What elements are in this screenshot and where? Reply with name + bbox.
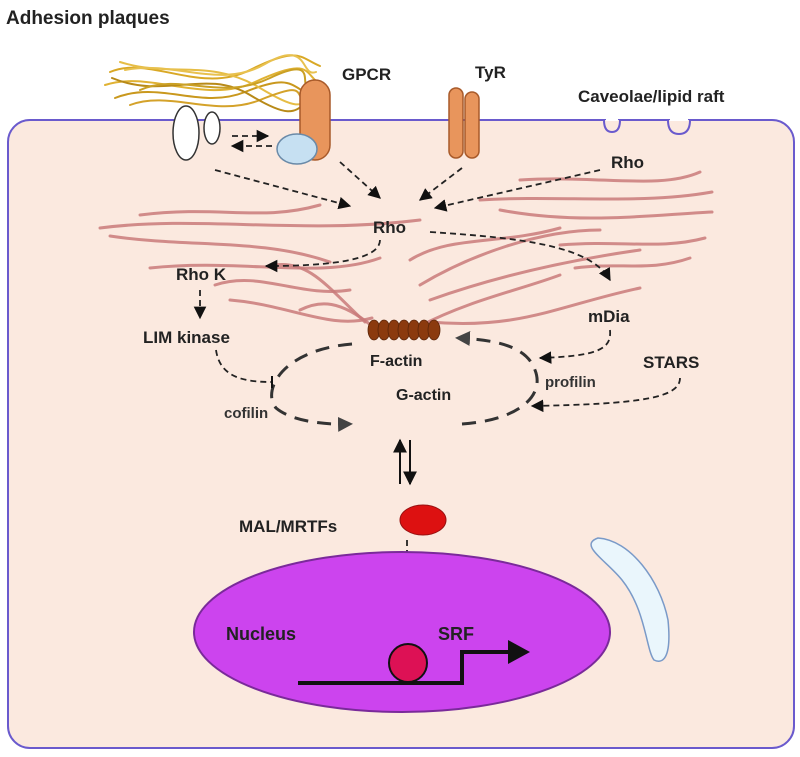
arrow-mdia-to-profilin (538, 329, 611, 364)
label-cofilin: cofilin (224, 405, 268, 422)
arrow-tyr-to-rho (418, 167, 463, 201)
label-lim-kinase: LIM kinase (143, 328, 230, 347)
label-mdia: mDia (588, 307, 630, 326)
actin-cycle-left (270, 342, 353, 432)
arrow-rho-to-mdia (429, 231, 611, 282)
promoter-arrowhead (508, 640, 530, 664)
tyrosine-kinase-receptor (448, 87, 480, 159)
arrow-gpcr-to-rho (339, 161, 381, 199)
nucleus (193, 551, 611, 713)
label-f-actin: F-actin (370, 353, 422, 370)
actin-cycle-right (455, 331, 539, 426)
label-tyr: TyR (475, 63, 506, 82)
arrow-rho-right-to-rho (433, 169, 601, 212)
inhibit-limk-to-cofilin (215, 349, 274, 389)
label-rho-external: Rho (611, 153, 644, 172)
actin-stress-fibers (98, 170, 714, 328)
label-stars: STARS (643, 353, 699, 372)
label-srf: SRF (438, 624, 474, 644)
label-nucleus: Nucleus (226, 624, 296, 644)
collagen-fibers (104, 54, 321, 113)
arrow-stars-to-cycle (530, 377, 681, 413)
arrow-rho-to-rhok (264, 239, 381, 273)
label-mal-mrtfs: MAL/MRTFs (239, 517, 337, 536)
f-actin-filament (367, 319, 441, 341)
gpcr-receptor (276, 79, 331, 165)
mal-mrtf-complex (398, 492, 447, 536)
caveolae-pits (603, 117, 691, 136)
label-rho-kinase: Rho K (176, 265, 227, 284)
label-g-actin: G-actin (396, 387, 451, 404)
label-caveolae: Caveolae/lipid raft (578, 87, 725, 106)
srf-factor (388, 643, 428, 683)
vesicle-organelle (590, 537, 670, 662)
label-gpcr: GPCR (342, 65, 391, 84)
label-rho-central: Rho (373, 218, 406, 237)
label-profilin: profilin (545, 374, 596, 391)
dna-strand-promoter (298, 650, 512, 685)
cell-body (7, 119, 795, 749)
label-adhesion-plaques: Adhesion plaques (6, 8, 170, 29)
integrin-receptor (172, 105, 221, 161)
arrow-integrin-to-rho (214, 169, 352, 210)
